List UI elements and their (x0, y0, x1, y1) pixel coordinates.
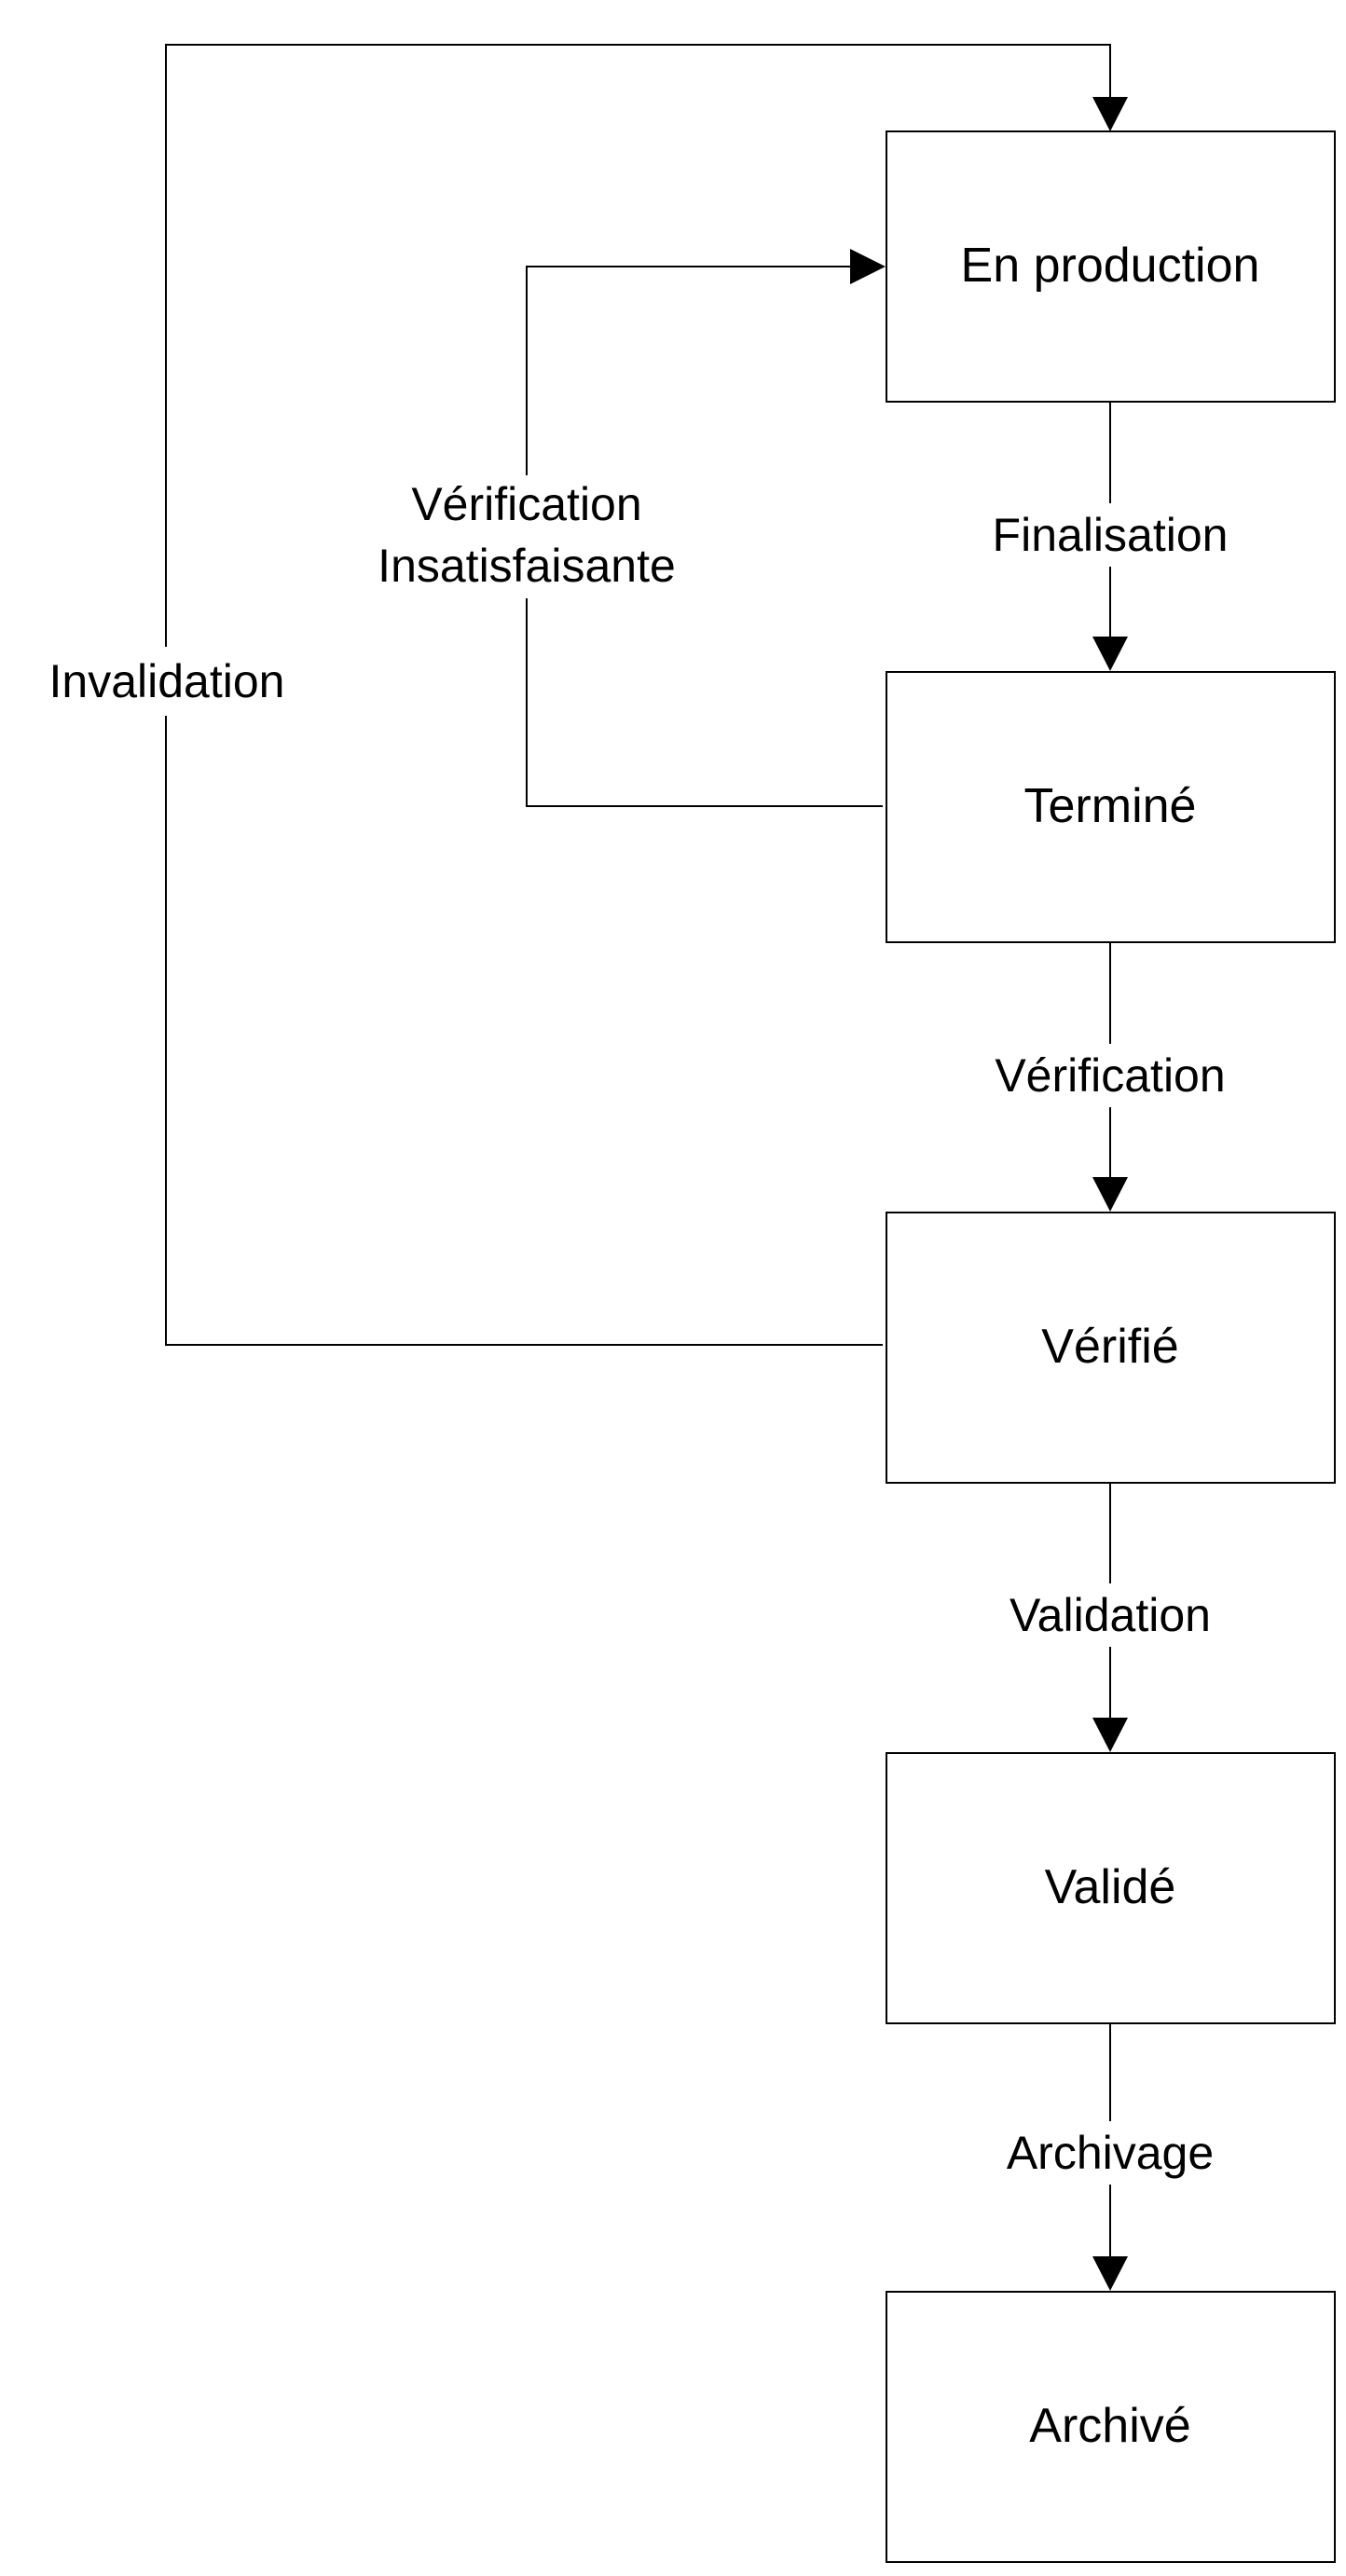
state-archive: Archivé (886, 2291, 1336, 2563)
edge-invalidation-arrowhead (1092, 97, 1128, 131)
edge-archivage: Archivage (988, 2021, 1232, 2291)
edge-validation-label: Validation (1010, 1589, 1211, 1641)
edge-verification-label: Vérification (995, 1049, 1225, 1102)
edge-invalidation-label-bg (37, 647, 295, 716)
edge-verification-insatisfaisante-arrowhead (850, 249, 886, 284)
edge-verification-label-bg (969, 1044, 1251, 1107)
edge-validation: Validation (988, 1484, 1232, 1752)
edge-verification: Vérification (969, 943, 1251, 1212)
edge-verification-insatisfaisante: Vérification Insatisfaisante (352, 249, 886, 807)
state-termine: Terminé (886, 671, 1336, 943)
state-label-verifie: Vérifié (1041, 1320, 1178, 1374)
edge-verification-insatisfaisante-label-line1: Vérification (411, 478, 641, 530)
edge-verification-insatisfaisante-label-bg (352, 475, 703, 598)
state-box-termine (886, 671, 1336, 943)
state-box-valide (886, 1752, 1336, 2024)
edge-invalidation: Invalidation (37, 44, 1128, 1346)
state-label-en-production: En production (961, 239, 1260, 293)
state-label-valide: Validé (1045, 1860, 1176, 1914)
edge-validation-label-bg (988, 1583, 1232, 1647)
edge-invalidation-label: Invalidation (49, 655, 285, 707)
edge-finalisation-label: Finalisation (993, 509, 1229, 561)
edge-invalidation-line (165, 44, 1111, 1346)
state-box-verifie (886, 1212, 1336, 1484)
edge-verification-insatisfaisante-label-line2: Insatisfaisante (378, 540, 676, 592)
edge-verification-arrowhead (1092, 1177, 1128, 1212)
edge-archivage-label-bg (988, 2121, 1232, 2185)
state-en-production: En production (886, 130, 1336, 403)
edge-finalisation-label-bg (969, 503, 1251, 567)
state-label-archive: Archivé (1029, 2399, 1190, 2453)
state-label-termine: Terminé (1024, 779, 1197, 833)
edge-finalisation-arrowhead (1092, 637, 1128, 671)
edge-validation-arrowhead (1092, 1718, 1128, 1752)
state-valide: Validé (886, 1752, 1336, 2024)
edge-archivage-arrowhead (1092, 2256, 1128, 2291)
edge-archivage-label: Archivage (1007, 2127, 1214, 2179)
edge-finalisation: Finalisation (969, 403, 1251, 671)
state-verifie: Vérifié (886, 1212, 1336, 1484)
state-box-en-production (886, 130, 1336, 403)
state-box-archive (886, 2291, 1336, 2563)
